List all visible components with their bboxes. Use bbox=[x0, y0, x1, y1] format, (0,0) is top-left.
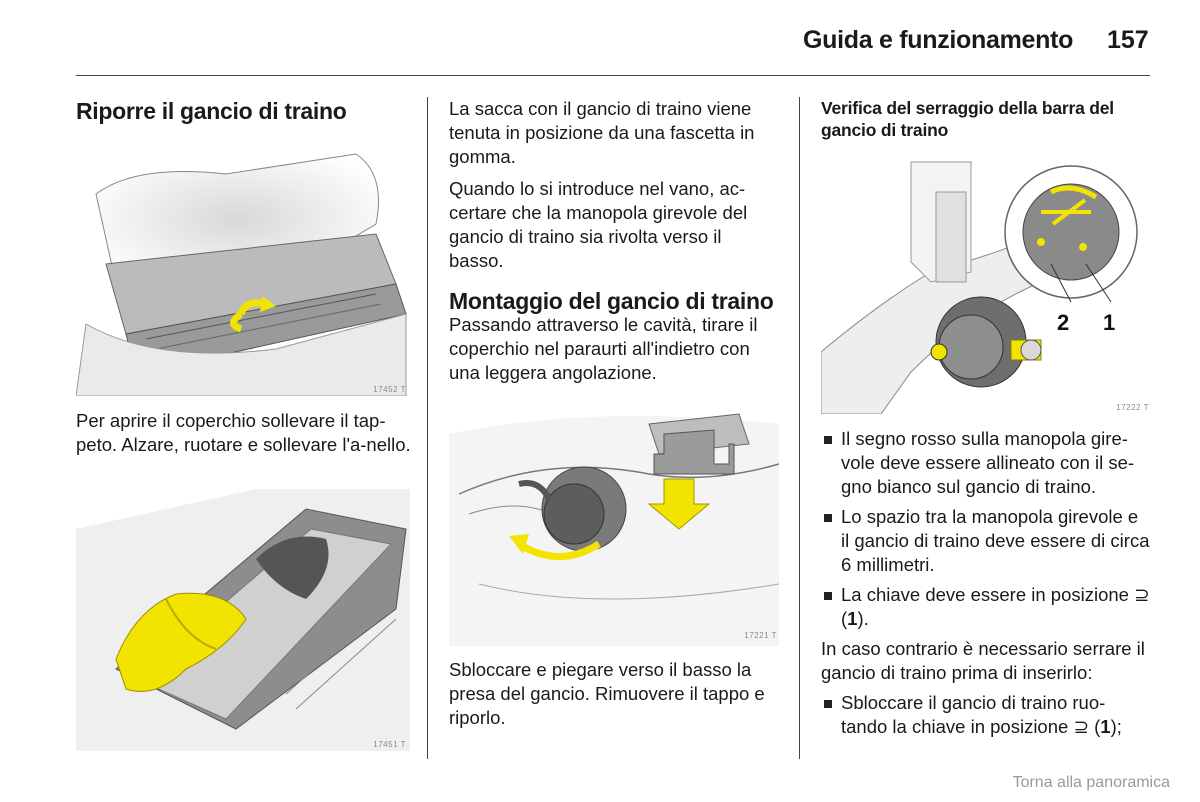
paragraph: Passando attraverso le cavità, tirare il… bbox=[449, 314, 758, 383]
column-2: La sacca con il gancio di traino viene t… bbox=[449, 97, 781, 385]
figure-tow-hook-bag: 17451 T bbox=[76, 489, 410, 751]
bullet-list: Il segno rosso sulla manopola gire-vole … bbox=[821, 427, 1151, 631]
column-1-text: Per aprire il coperchio sollevare il tap… bbox=[76, 409, 416, 457]
figure-number: 17221 T bbox=[744, 631, 777, 640]
key-position-icon: ⊇ bbox=[1073, 716, 1089, 737]
back-to-overview-link[interactable]: Torna alla panoramica bbox=[1012, 774, 1170, 791]
list-item: Sbloccare il gancio di traino ruo-tando … bbox=[821, 691, 1151, 739]
ref-number: 1 bbox=[1100, 716, 1111, 737]
bullet-text: La chiave deve essere in posizione bbox=[841, 584, 1129, 605]
list-item: La chiave deve essere in posizione ⊇ (1)… bbox=[821, 583, 1151, 631]
list-item: Lo spazio tra la manopola girevole e il … bbox=[821, 505, 1151, 577]
callout-label-1: 1 bbox=[1103, 310, 1115, 335]
ref-paren: ). bbox=[857, 608, 869, 629]
paragraph: Per aprire il coperchio sollevare il tap… bbox=[76, 410, 411, 455]
column-3-text: Il segno rosso sulla manopola gire-vole … bbox=[821, 427, 1151, 745]
section-heading-mount-hook: Montaggio del gancio di traino bbox=[449, 288, 774, 314]
column-2-text: Sbloccare e piegare verso il basso la pr… bbox=[449, 658, 781, 730]
running-header-title: Guida e funzionamento bbox=[803, 26, 1074, 54]
figure-number: 17452 T bbox=[373, 385, 406, 394]
figure-bumper-cover: 17221 T bbox=[449, 384, 781, 646]
figure-number: 17451 T bbox=[373, 740, 406, 749]
paragraph: La sacca con il gancio di traino viene t… bbox=[449, 98, 755, 167]
column-divider-1 bbox=[427, 97, 428, 759]
list-item: Il segno rosso sulla manopola gire-vole … bbox=[821, 427, 1151, 499]
header-rule bbox=[76, 75, 1150, 76]
ref-paren: ( bbox=[1088, 716, 1101, 737]
paragraph: Sbloccare e piegare verso il basso la pr… bbox=[449, 659, 765, 728]
section-heading-store-hook: Riporre il gancio di traino bbox=[76, 98, 347, 124]
figure-number: 17222 T bbox=[1116, 403, 1149, 412]
column-3: Verifica del serraggio della barra del g… bbox=[821, 97, 1151, 141]
bullet-list: Sbloccare il gancio di traino ruo-tando … bbox=[821, 691, 1151, 739]
paragraph: In caso contrario è necessario serrare i… bbox=[821, 638, 1145, 683]
figure-hook-knob-check: 2 1 17222 T bbox=[821, 152, 1151, 414]
column-1: Riporre il gancio di traino bbox=[76, 97, 410, 125]
callout-label-2: 2 bbox=[1057, 310, 1069, 335]
column-divider-2 bbox=[799, 97, 800, 759]
key-position-icon: ⊇ bbox=[1134, 584, 1150, 605]
paragraph: Quando lo si introduce nel vano, ac-cert… bbox=[449, 178, 748, 271]
ref-paren: ( bbox=[841, 608, 848, 629]
subheading-check-tightness: Verifica del serraggio della barra del g… bbox=[821, 98, 1114, 140]
ref-paren: ); bbox=[1110, 716, 1122, 737]
ref-number: 1 bbox=[847, 608, 858, 629]
bullet-text: Sbloccare il gancio di traino ruo-tando … bbox=[841, 692, 1106, 737]
figure-trunk-floor-cover: 17452 T bbox=[76, 134, 410, 396]
page-number: 157 bbox=[1107, 26, 1149, 54]
